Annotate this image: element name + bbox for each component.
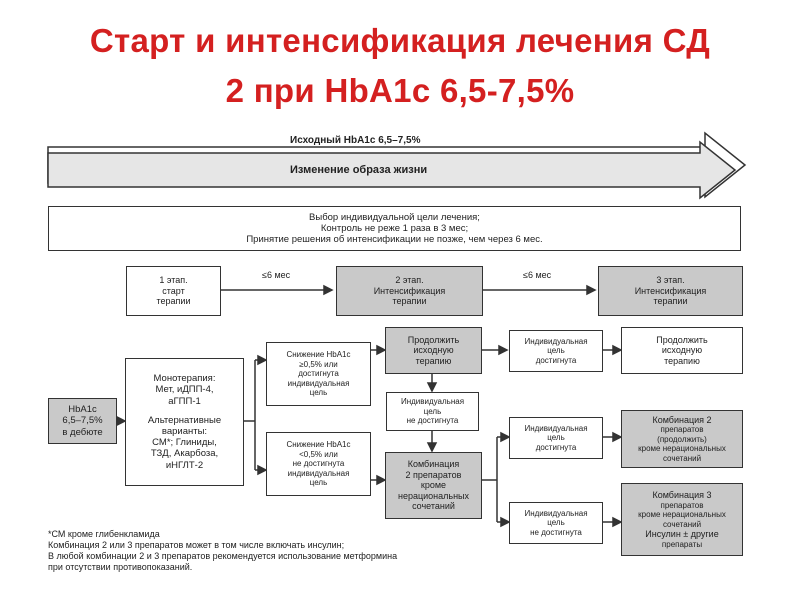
lifestyle-arrow	[47, 140, 737, 200]
page-subtitle: 2 при HbA1c 6,5-7,5%	[225, 72, 575, 109]
footnote: *СМ кроме глибенкламида Комбинация 2 или…	[48, 529, 398, 572]
baseline-hba1c-label: Исходный HbA1c 6,5–7,5%	[290, 135, 421, 146]
interval-label-2: ≤6 мес	[523, 270, 552, 280]
interval-label-1: ≤6 мес	[262, 270, 291, 280]
lifestyle-label: Изменение образа жизни	[290, 164, 428, 176]
monotherapy-box: Монотерапия:Мет, иДПП-4,аГПП-1 Альтернат…	[125, 358, 244, 486]
goal-box: Выбор индивидуальной цели лечения; Контр…	[48, 206, 741, 251]
page-title: Старт и интенсификация лечения СД	[89, 22, 711, 59]
